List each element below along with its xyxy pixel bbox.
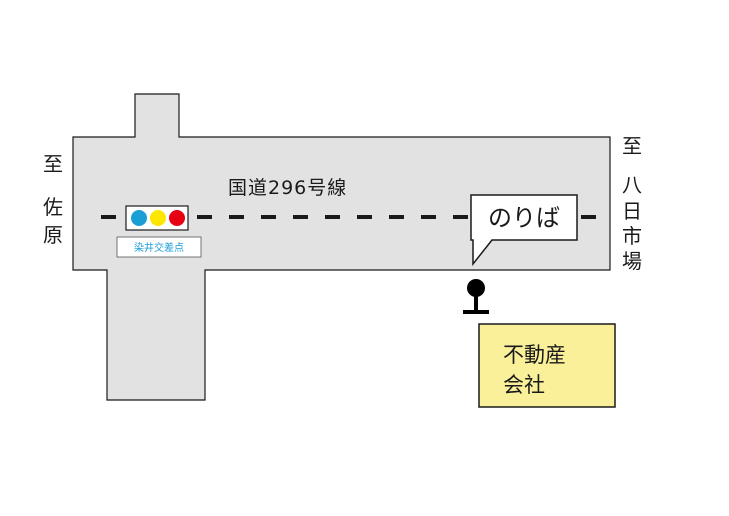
road-network [72, 93, 611, 401]
direction-left-char: 至 [43, 152, 63, 176]
intersection-label-box [116, 236, 202, 258]
bus-stop-head [467, 279, 485, 297]
route-name: 国道296号線 [228, 177, 347, 199]
direction-right-char: 市 [622, 224, 642, 248]
direction-right-char: 至 [622, 134, 642, 158]
bus-stop-label: のりば [488, 204, 560, 232]
bus-stop-icon [463, 279, 489, 314]
direction-right-char: 八 [622, 173, 642, 197]
landmark-box [478, 323, 616, 408]
direction-right-char: 場 [622, 249, 642, 273]
direction-left-char: 原 [43, 223, 63, 247]
direction-left-char: 佐 [43, 195, 63, 219]
intersection-name: 染井交差点 [134, 241, 184, 254]
bus-stop-callout [470, 194, 578, 267]
direction-left: 至 佐 原 [43, 152, 63, 247]
bus-stop-pole [474, 294, 478, 312]
bus-stop-base [463, 310, 489, 314]
signal-light-yellow [150, 210, 166, 226]
direction-right: 至 八 日 市 場 [622, 134, 642, 273]
traffic-signal-icon [125, 205, 189, 231]
landmark-name-line: 不動産 [503, 343, 566, 367]
direction-right-char: 日 [622, 199, 642, 223]
signal-light-red [169, 210, 185, 226]
landmark-name-line: 会社 [503, 373, 545, 397]
signal-light-blue [131, 210, 147, 226]
